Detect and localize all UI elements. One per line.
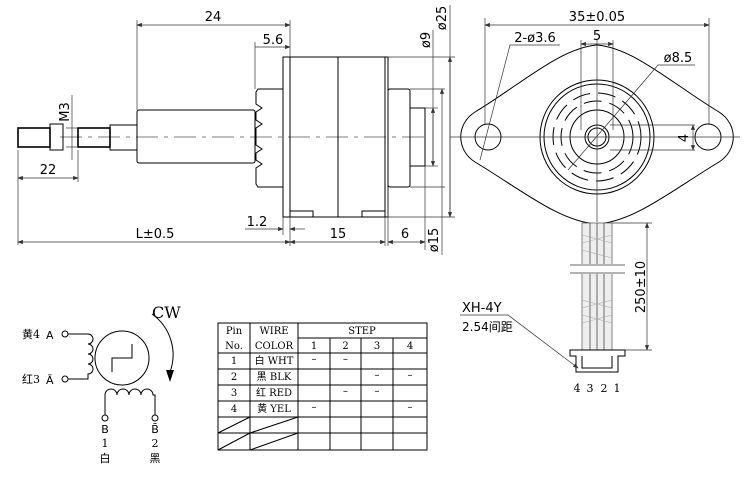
header-step-number: 4 bbox=[407, 341, 413, 352]
gear bbox=[255, 88, 283, 188]
dim-22: 22 bbox=[40, 163, 57, 178]
header-step-number: 1 bbox=[311, 341, 317, 352]
header-no: No. bbox=[225, 341, 243, 352]
pin-cell: 3 bbox=[231, 388, 237, 399]
pin-number: 3 bbox=[587, 382, 594, 395]
header-color: COLOR bbox=[255, 341, 294, 352]
header-step-number: 2 bbox=[342, 341, 348, 352]
empty-cell-slash bbox=[249, 432, 299, 451]
wire-color-cell: 黄 YEL bbox=[257, 402, 291, 415]
shaft-tip bbox=[17, 127, 51, 148]
shaft bbox=[77, 127, 111, 148]
dim-d9: ø9 bbox=[419, 32, 434, 48]
dim-35: 35±0.05 bbox=[569, 10, 625, 25]
coil-b bbox=[104, 388, 156, 415]
pin-cell: 4 bbox=[231, 404, 237, 415]
coil-b-left-color: 白 bbox=[100, 451, 111, 465]
coil-a-bottom-phase: Ā bbox=[46, 374, 54, 387]
output-sleeve bbox=[136, 109, 256, 164]
step-sequence-table: Pin No. WIRE COLOR STEP 1 2 3 4 1 白 WHT – – 2 黑 B… bbox=[217, 322, 428, 451]
dim-6: 6 bbox=[401, 227, 409, 242]
step-cell: – bbox=[312, 354, 317, 365]
pin-cell: 2 bbox=[231, 372, 237, 383]
empty-cell-slash bbox=[217, 432, 251, 451]
dim-5: 5 bbox=[593, 29, 601, 44]
dim-15-length: 15 bbox=[330, 227, 347, 242]
direction-label: CW bbox=[152, 303, 181, 322]
front-view: 35±0.05 2-ø3.6 5 ø8.5 4 250±10 XH-4Y 2.5… bbox=[450, 10, 740, 395]
wire-color-cell: 黑 BLK bbox=[257, 371, 292, 383]
header-wire: WIRE bbox=[259, 326, 288, 337]
coil-a-top-color: 黄4 bbox=[22, 327, 40, 341]
empty-cell-slash bbox=[249, 416, 299, 434]
coil-b-left-pin: 1 bbox=[102, 437, 109, 450]
dim-24: 24 bbox=[205, 10, 222, 25]
step-cell: – bbox=[375, 370, 380, 381]
wire-color-cell: 白 WHT bbox=[255, 354, 294, 367]
dim-lead-length: 250±10 bbox=[634, 261, 649, 313]
pin-number: 2 bbox=[601, 382, 608, 395]
step-cell: – bbox=[343, 354, 348, 365]
lead-wires bbox=[566, 222, 625, 351]
coil-a bbox=[68, 333, 94, 380]
dim-m3: M3 bbox=[58, 102, 73, 122]
coil-b-left-phase: B bbox=[101, 423, 109, 436]
pin-number: 4 bbox=[574, 382, 581, 395]
pin-cell: 1 bbox=[231, 356, 237, 367]
dim-d8-5: ø8.5 bbox=[664, 51, 693, 66]
dim-d15: ø15 bbox=[427, 228, 442, 253]
dim-holes: 2-ø3.6 bbox=[514, 31, 556, 46]
pin-number: 1 bbox=[614, 382, 621, 395]
header-step: STEP bbox=[348, 326, 376, 337]
dim-d25: ø25 bbox=[435, 6, 450, 31]
coil-b-right-pin: 2 bbox=[152, 437, 159, 450]
coil-a-top-phase: A bbox=[46, 329, 54, 342]
dim-1-2: 1.2 bbox=[247, 215, 268, 230]
xh-connector bbox=[569, 349, 626, 373]
dim-5-6: 5.6 bbox=[263, 33, 284, 48]
empty-cell-slash bbox=[217, 416, 251, 434]
connector-pitch: 2.54间距 bbox=[462, 320, 513, 334]
cw-arrow bbox=[151, 313, 174, 373]
step-cell: – bbox=[408, 370, 413, 381]
shaft-nut bbox=[49, 123, 64, 151]
header-pin: Pin bbox=[226, 326, 243, 337]
dim-length: L±0.5 bbox=[136, 227, 175, 242]
coil-b-right-phase: B̄ bbox=[151, 423, 159, 436]
dim-4: 4 bbox=[677, 134, 692, 142]
step-cell: – bbox=[408, 402, 413, 413]
rear-stub bbox=[409, 107, 426, 167]
step-cell: – bbox=[312, 402, 317, 413]
rear-boss bbox=[387, 88, 411, 188]
coil-b-right-color: 黑 bbox=[150, 452, 161, 465]
wiring-schematic: CW 黄4 A 红3 Ā B 1 白 B̄ 2 黑 bbox=[22, 303, 181, 465]
step-cell: – bbox=[343, 386, 348, 397]
connector-model: XH-4Y bbox=[462, 301, 502, 316]
step-cell: – bbox=[375, 386, 380, 397]
wire-color-cell: 红 RED bbox=[256, 386, 292, 399]
coil-a-bottom-color: 红3 bbox=[22, 373, 40, 386]
side-view: 24 5.6 M3 22 L±0.5 1.2 15 6 ø9 ø15 ø25 bbox=[17, 5, 455, 255]
shaft-collar bbox=[109, 124, 138, 151]
header-step-number: 3 bbox=[374, 341, 380, 352]
rotor-symbol bbox=[94, 330, 150, 386]
